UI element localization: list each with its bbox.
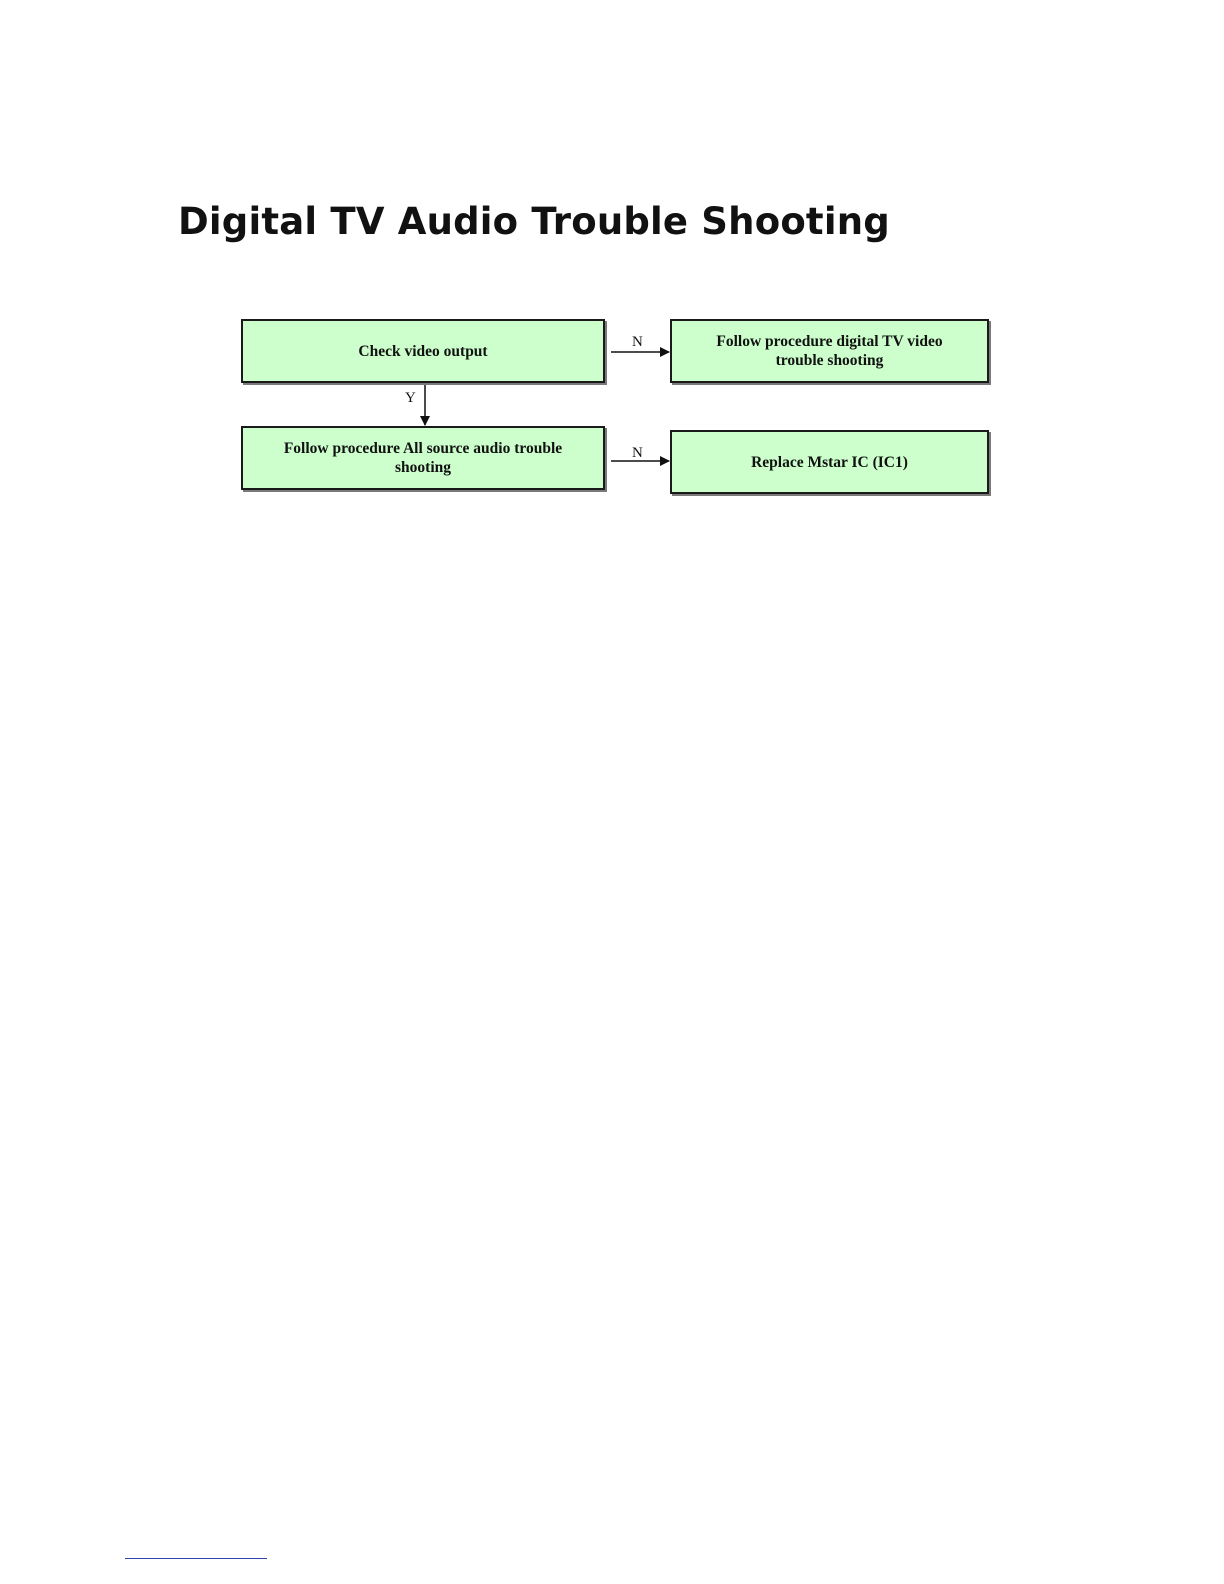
node-replace-mstar-ic-label: Replace Mstar IC (IC1) bbox=[751, 453, 908, 472]
node-replace-mstar-ic: Replace Mstar IC (IC1) bbox=[670, 430, 989, 494]
edge-label-no-video: N bbox=[632, 334, 643, 350]
node-check-video-output: Check video output bbox=[241, 319, 605, 383]
node-check-video-output-label: Check video output bbox=[358, 342, 487, 361]
edge-label-yes-video: Y bbox=[405, 390, 416, 406]
node-audio-trouble-shooting: Follow procedure All source audio troubl… bbox=[241, 426, 605, 490]
node-video-trouble-shooting-label: Follow procedure digital TV video troubl… bbox=[694, 332, 965, 370]
node-audio-trouble-shooting-label: Follow procedure All source audio troubl… bbox=[265, 439, 581, 477]
edge-label-no-audio: N bbox=[632, 445, 643, 461]
footer-rule bbox=[125, 1558, 267, 1559]
page-title: Digital TV Audio Trouble Shooting bbox=[178, 200, 890, 243]
node-video-trouble-shooting: Follow procedure digital TV video troubl… bbox=[670, 319, 989, 383]
